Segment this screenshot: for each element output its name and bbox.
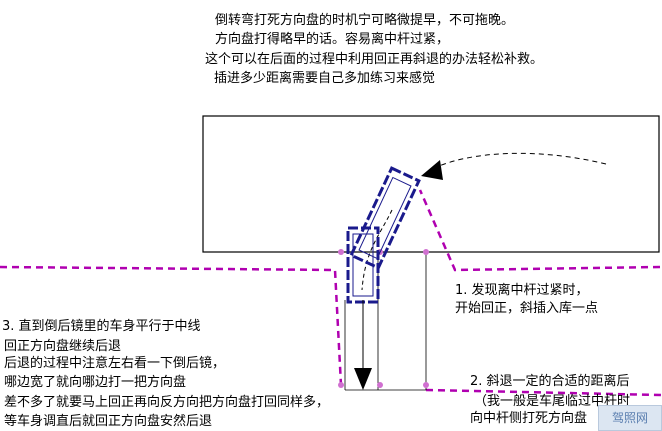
reverse-path-arrowhead xyxy=(421,160,443,180)
car-position-2 xyxy=(346,226,380,304)
step2-line-2: （我一般是车尾临过中杆时 xyxy=(474,394,631,409)
car-position-1 xyxy=(349,166,421,270)
guide-line-lower-right xyxy=(425,388,662,397)
guide-line-right xyxy=(418,189,661,272)
step1-line-1: 1. 发现离中杆过紧时， xyxy=(455,283,589,298)
marker-dot xyxy=(423,249,429,255)
marker-dot xyxy=(423,382,429,388)
step1-line-2: 开始回正，斜插入库一点 xyxy=(455,301,599,316)
garage-outline xyxy=(202,115,660,253)
guide-line-left xyxy=(0,265,343,386)
straight-path-arrowhead xyxy=(354,368,372,390)
marker-dot xyxy=(338,249,344,255)
step2-line-1: 2. 斜退一定的合适的距离后 xyxy=(470,374,630,389)
turning-path-line xyxy=(361,209,393,291)
step2-line-3: 向中杆侧打死方向盘 xyxy=(470,411,588,426)
step3-line-5: 差不多了就要马上回正再向反方向把方向盘打回同样多， xyxy=(4,395,330,410)
reverse-path-line xyxy=(429,152,607,171)
step3-line-3: 后退的过程中注意左右看一下倒后镜， xyxy=(4,356,226,371)
step3-line-6: 等车身调直后就回正方向盘安然后退 xyxy=(4,414,213,429)
top-note-line-3: 这个可以在后面的过程中利用回正再斜退的办法轻松补救。 xyxy=(205,52,544,67)
top-note-line-2: 方向盘打得略早的话。容易离中杆过紧， xyxy=(215,32,450,47)
marker-dot xyxy=(377,382,383,388)
step3-line-1: 3. 直到倒后镜里的车身平行于中线 xyxy=(2,319,201,334)
site-watermark: 驾照网 xyxy=(598,405,662,431)
step3-line-4: 哪边宽了就向哪边打一把方向盘 xyxy=(4,375,187,390)
top-note-line-1: 倒转弯打死方向盘的时机宁可略微提早，不可拖晚。 xyxy=(215,13,515,28)
step3-line-2: 回正方向盘继续后退 xyxy=(4,339,122,354)
marker-dot xyxy=(338,382,344,388)
top-note-line-4: 插进多少距离需要自己多加练习来感觉 xyxy=(214,71,436,86)
